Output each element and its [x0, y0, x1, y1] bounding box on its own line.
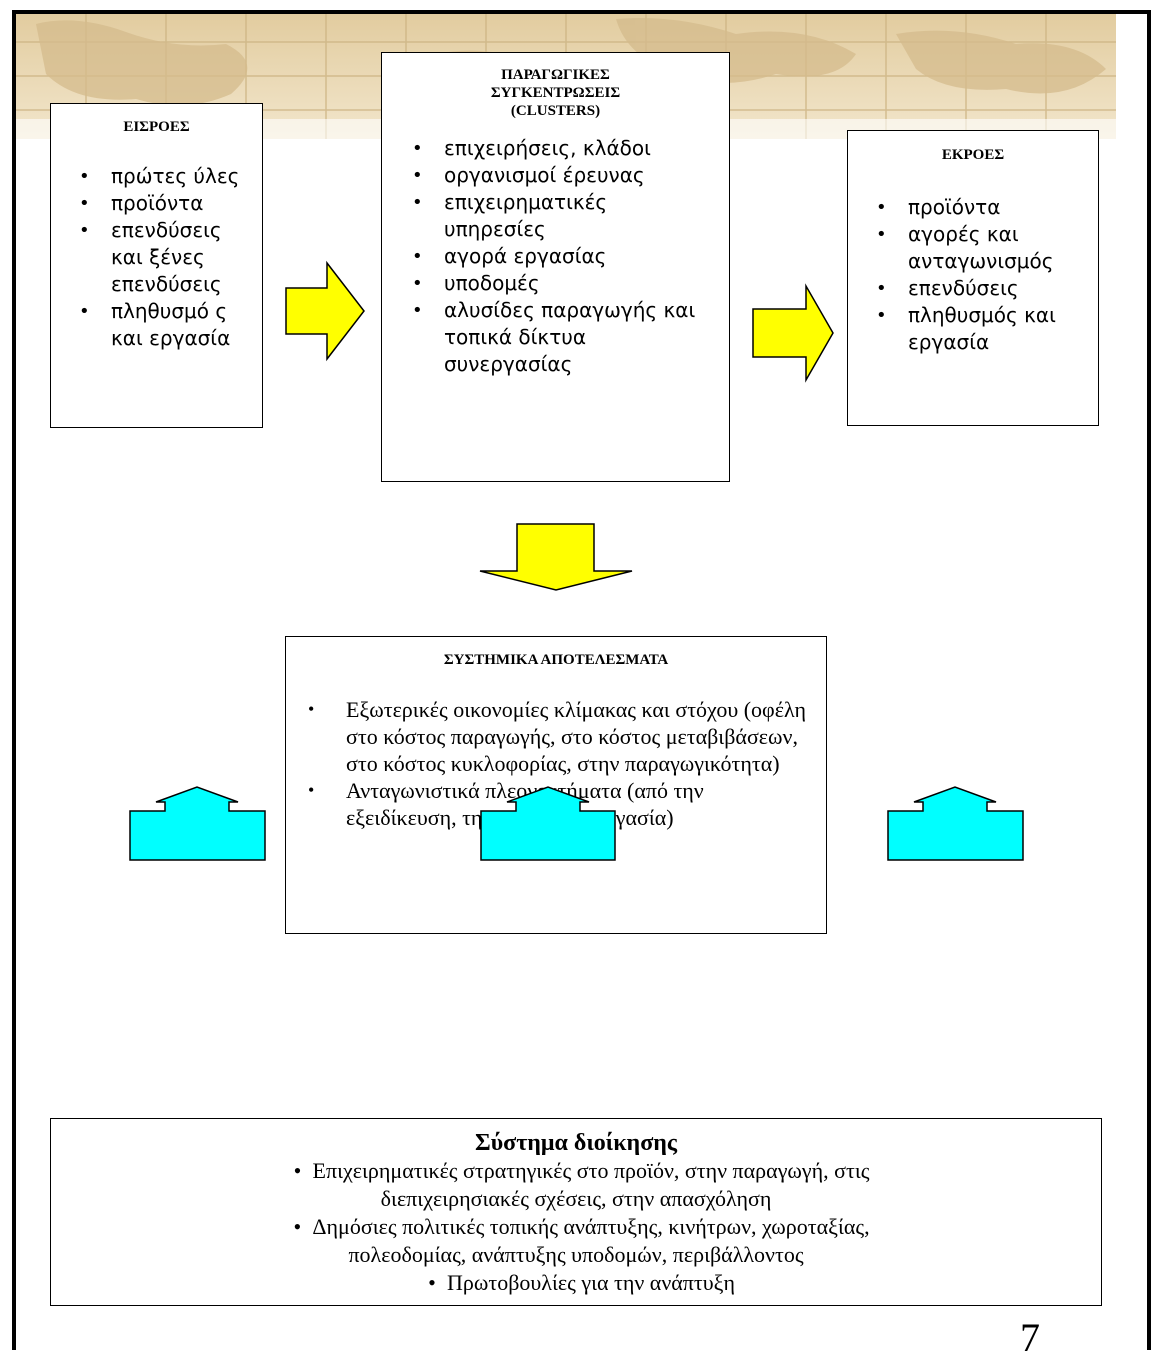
outputs-title: ΕΚΡΟΕΣ	[941, 147, 1005, 163]
list-item: αλυσίδες παραγωγής και τοπικά δίκτυα συν…	[412, 297, 714, 378]
clusters-title-3: (CLUSTERS)	[510, 103, 601, 119]
up-arrow-icon	[887, 786, 1024, 861]
outputs-box: ΕΚΡΟΕΣ προϊόντα αγορές και ανταγωνισμός …	[847, 130, 1099, 426]
clusters-title-1: ΠΑΡΑΓΩΓΙΚΕΣ	[501, 67, 610, 83]
governance-list: •Επιχειρηματικές στρατηγικές στο προϊόν,…	[51, 1157, 1101, 1297]
inputs-box: ΕΙΣΡΟΕΣ πρώτες ύλες προϊόντα επενδύσεις …	[50, 103, 263, 428]
inputs-list: πρώτες ύλες προϊόντα επενδύσεις και ξένε…	[79, 163, 251, 352]
governance-box: Σύστημα διοίκησης •Επιχειρηματικές στρατ…	[50, 1118, 1102, 1306]
bullet-icon: •	[428, 1270, 436, 1295]
clusters-title-2: ΣΥΓΚΕΝΤΡΩΣΕΙΣ	[490, 85, 621, 101]
page-frame	[12, 10, 1151, 1350]
list-item: προϊόντα	[79, 190, 251, 217]
list-item: Εξωτερικές οικονομίες κλίμακας και στόχο…	[308, 696, 806, 777]
list-item: επενδύσεις	[876, 275, 1088, 302]
list-item: πληθυσμός και εργασία	[876, 302, 1088, 356]
outputs-list: προϊόντα αγορές και ανταγωνισμός επενδύσ…	[876, 194, 1088, 356]
list-item: πρώτες ύλες	[79, 163, 251, 190]
systemic-results-box: ΣΥΣΤΗΜΙΚΑ ΑΠΟΤΕΛΕΣΜΑΤΑ Εξωτερικές οικονο…	[285, 636, 827, 934]
list-item: οργανισμοί έρευνας	[412, 162, 714, 189]
list-item: προϊόντα	[876, 194, 1088, 221]
systemic-title: ΣΥΣΤΗΜΙΚΑ ΑΠΟΤΕΛΕΣΜΑΤΑ	[443, 652, 669, 668]
list-item: υποδομές	[412, 270, 714, 297]
list-item: αγορά εργασίας	[412, 243, 714, 270]
list-item: •Πρωτοβουλίες για την ανάπτυξη	[51, 1269, 1101, 1297]
right-arrow-icon	[752, 283, 834, 383]
governance-title: Σύστημα διοίκησης	[475, 1130, 677, 1156]
list-item: επιχειρήσεις, κλάδοι	[412, 135, 714, 162]
list-item: επενδύσεις και ξένες επενδύσεις	[79, 217, 251, 298]
list-item: πληθυσμό ς και εργασία	[79, 298, 251, 352]
list-item: αγορές και ανταγωνισμός	[876, 221, 1088, 275]
clusters-box: ΠΑΡΑΓΩΓΙΚΕΣ ΣΥΓΚΕΝΤΡΩΣΕΙΣ (CLUSTERS) επι…	[381, 52, 730, 482]
list-item: επιχειρηματικές υπηρεσίες	[412, 189, 654, 243]
clusters-list: επιχειρήσεις, κλάδοι οργανισμοί έρευνας …	[412, 135, 714, 378]
bullet-icon: •	[293, 1158, 302, 1183]
list-item: •Επιχειρηματικές στρατηγικές στο προϊόν,…	[51, 1157, 1101, 1213]
systemic-list: Εξωτερικές οικονομίες κλίμακας και στόχο…	[308, 696, 806, 831]
bullet-icon: •	[293, 1214, 302, 1239]
up-arrow-icon	[129, 786, 266, 861]
down-arrow-icon	[479, 523, 633, 591]
list-item: •Δημόσιες πολιτικές τοπικής ανάπτυξης, κ…	[51, 1213, 1101, 1269]
inputs-title: ΕΙΣΡΟΕΣ	[123, 119, 190, 135]
up-arrow-icon	[480, 786, 616, 861]
page-number: 7	[1020, 1315, 1040, 1360]
right-arrow-icon	[285, 260, 365, 362]
